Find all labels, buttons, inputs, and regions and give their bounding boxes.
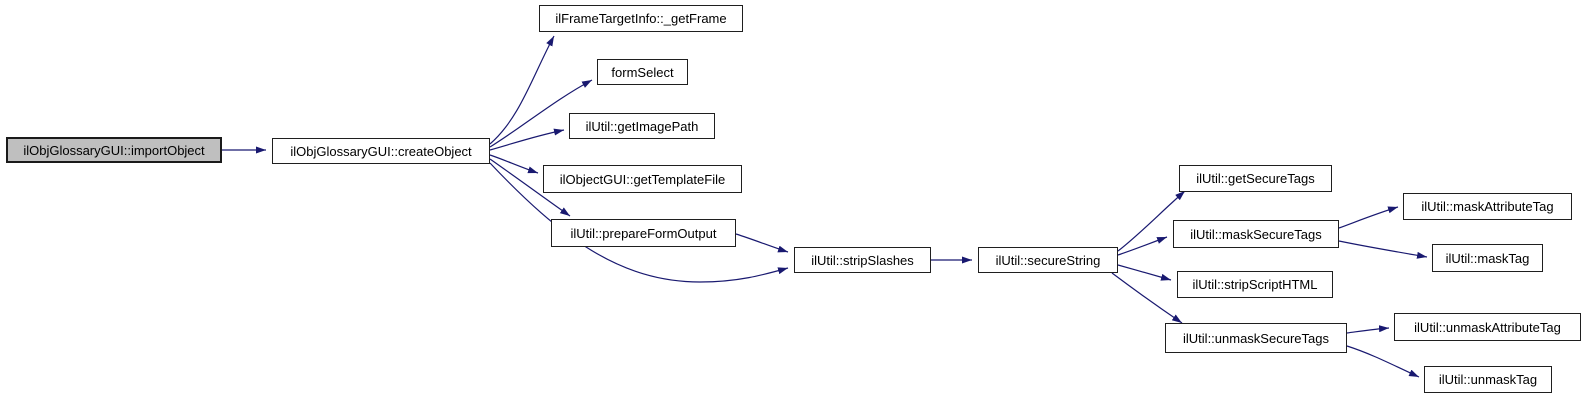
node-ilUtil-maskSecureTags[interactable]: ilUtil::maskSecureTags — [1173, 220, 1339, 248]
node-ilUtil-unmaskAttributeTag[interactable]: ilUtil::unmaskAttributeTag — [1394, 313, 1581, 341]
node-ilUtil-secureString[interactable]: ilUtil::secureString — [978, 247, 1118, 273]
edge-secureString-unmaskSecureTags — [1111, 272, 1183, 324]
node-ilObjectGUI-getTemplateFile[interactable]: ilObjectGUI::getTemplateFile — [543, 165, 742, 193]
node-ilUtil-stripScriptHTML[interactable]: ilUtil::stripScriptHTML — [1177, 271, 1333, 298]
node-ilUtil-unmaskTag[interactable]: ilUtil::unmaskTag — [1424, 366, 1552, 393]
edge-createObject-getTemplateFile — [489, 154, 539, 174]
node-ilUtil-maskTag[interactable]: ilUtil::maskTag — [1432, 244, 1543, 272]
edge-secureString-maskSecureTags — [1117, 236, 1168, 256]
edge-prepareFormOutput-stripSlashes — [735, 233, 789, 253]
edge-createObject-getImagePath — [489, 128, 565, 151]
edge-secureString-stripScriptHTML — [1117, 264, 1172, 281]
node-ilUtil-getImagePath[interactable]: ilUtil::getImagePath — [569, 113, 715, 139]
edge-maskSecureTags-maskTag — [1338, 240, 1428, 259]
node-ilUtil-prepareFormOutput[interactable]: ilUtil::prepareFormOutput — [551, 219, 736, 247]
node-ilObjGlossaryGUI-createObject[interactable]: ilObjGlossaryGUI::createObject — [272, 138, 490, 164]
node-ilObjGlossaryGUI-importObject[interactable]: ilObjGlossaryGUI::importObject — [6, 137, 222, 163]
node-ilUtil-unmaskSecureTags[interactable]: ilUtil::unmaskSecureTags — [1165, 323, 1347, 353]
node-ilFrameTargetInfo-getFrame[interactable]: ilFrameTargetInfo::_getFrame — [539, 5, 743, 32]
edge-maskSecureTags-maskAttributeTag — [1338, 206, 1399, 229]
edge-createObject-prepareFormOutput — [489, 158, 571, 217]
node-ilUtil-stripSlashes[interactable]: ilUtil::stripSlashes — [794, 247, 931, 273]
edge-createObject-formSelect — [489, 79, 593, 148]
node-ilUtil-getSecureTags[interactable]: ilUtil::getSecureTags — [1179, 165, 1332, 192]
edge-unmaskSecureTags-unmaskAttributeTag — [1346, 325, 1390, 334]
edge-unmaskSecureTags-unmaskTag — [1346, 345, 1420, 378]
node-formSelect[interactable]: formSelect — [597, 59, 688, 85]
edge-secureString-getSecureTags — [1117, 190, 1186, 252]
edge-createObject-getFrame — [489, 35, 555, 145]
node-ilUtil-maskAttributeTag[interactable]: ilUtil::maskAttributeTag — [1403, 193, 1572, 220]
edge-createObject-stripSlashes — [489, 162, 789, 283]
